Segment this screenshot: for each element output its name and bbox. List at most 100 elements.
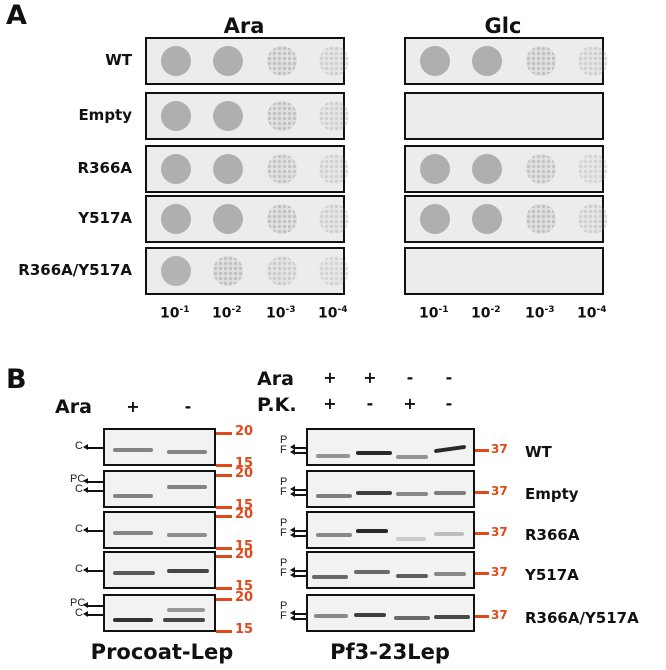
panel-a-letter: A bbox=[6, 0, 27, 31]
band-label-p: P bbox=[280, 476, 288, 488]
procoat-blot bbox=[103, 551, 216, 589]
plate-ara-row bbox=[145, 92, 349, 140]
pf3-pk-sign: - bbox=[366, 394, 374, 413]
arrow-icon bbox=[290, 444, 306, 450]
protein-band bbox=[396, 492, 428, 496]
protein-band bbox=[113, 618, 153, 622]
protein-band bbox=[167, 450, 207, 454]
colony-spot bbox=[420, 45, 450, 76]
colony-spot bbox=[578, 153, 608, 184]
pf3-blot bbox=[306, 470, 475, 508]
arrow-icon bbox=[83, 602, 103, 608]
arrow-icon bbox=[290, 610, 306, 616]
band-label: PC bbox=[70, 473, 86, 485]
column-title-glc: Glc bbox=[484, 14, 522, 38]
colony-spot bbox=[267, 100, 297, 131]
arrow-icon bbox=[290, 491, 306, 497]
pf3-pk-sign: - bbox=[445, 394, 453, 413]
strain-label: R366A/Y517A bbox=[525, 609, 639, 627]
protein-band bbox=[167, 533, 207, 537]
protein-band bbox=[356, 491, 392, 495]
plate-glc-row bbox=[404, 247, 604, 295]
procoat-ara-label: Ara bbox=[55, 396, 92, 418]
marker-label-15: 15 bbox=[235, 539, 254, 554]
column-title-ara: Ara bbox=[223, 14, 265, 38]
colony-spot bbox=[267, 255, 297, 286]
panel-b-letter: B bbox=[6, 364, 27, 395]
band-label-p: P bbox=[280, 517, 288, 529]
procoat-lep-title: Procoat-Lep bbox=[90, 640, 234, 664]
protein-band bbox=[434, 532, 464, 536]
marker-tick-15 bbox=[216, 506, 232, 509]
marker-label-37: 37 bbox=[491, 525, 508, 539]
plate-glc-row bbox=[404, 37, 608, 85]
colony-spot bbox=[161, 153, 191, 184]
protein-band bbox=[356, 451, 392, 455]
marker-tick-20 bbox=[216, 474, 232, 477]
colony-spot bbox=[319, 45, 349, 76]
marker-tick-37 bbox=[475, 572, 489, 575]
band-label-p: P bbox=[280, 434, 288, 446]
marker-label-20: 20 bbox=[235, 590, 254, 605]
protein-band bbox=[356, 529, 388, 533]
band-label-f: F bbox=[280, 444, 287, 456]
colony-spot bbox=[319, 100, 349, 131]
plate-glc-row bbox=[404, 195, 608, 243]
colony-spot bbox=[213, 45, 243, 76]
marker-tick-15 bbox=[216, 464, 232, 467]
colony-spot bbox=[161, 203, 191, 234]
colony-spot bbox=[161, 100, 191, 131]
marker-label-20: 20 bbox=[235, 466, 254, 481]
strain-label: Empty bbox=[525, 485, 579, 503]
arrow-icon bbox=[83, 567, 103, 573]
protein-band bbox=[113, 571, 155, 575]
plate-ara-row bbox=[145, 247, 349, 295]
pf3-pk-sign: + bbox=[323, 394, 337, 413]
protein-band bbox=[316, 454, 350, 458]
pf3-ara-sign: + bbox=[363, 368, 377, 387]
colony-spot bbox=[267, 203, 297, 234]
colony-spot bbox=[578, 203, 608, 234]
pf3-pk-sign: + bbox=[403, 394, 417, 413]
dilution-label: 10-4 bbox=[318, 305, 348, 322]
band-label: C bbox=[75, 607, 83, 619]
strain-label: Empty bbox=[78, 106, 132, 124]
arrow-icon bbox=[290, 486, 306, 492]
arrow-icon bbox=[83, 527, 103, 533]
pf3-ara-label: Ara bbox=[257, 368, 294, 390]
colony-spot bbox=[526, 153, 556, 184]
procoat-blot bbox=[103, 511, 216, 549]
strain-label: R366A bbox=[77, 159, 132, 177]
colony-spot bbox=[420, 153, 450, 184]
marker-label-15: 15 bbox=[235, 456, 254, 471]
protein-band bbox=[433, 444, 467, 454]
protein-band bbox=[396, 455, 428, 459]
procoat-ara-sign-2: - bbox=[184, 397, 192, 416]
dilution-label: 10-2 bbox=[212, 305, 242, 322]
colony-spot bbox=[267, 45, 297, 76]
colony-spot bbox=[161, 45, 191, 76]
colony-spot bbox=[526, 45, 556, 76]
marker-label-20: 20 bbox=[235, 424, 254, 439]
strain-label: R366A bbox=[525, 526, 580, 544]
band-label-f: F bbox=[280, 486, 287, 498]
colony-spot bbox=[472, 203, 502, 234]
dilution-label: 10-4 bbox=[577, 305, 607, 322]
strain-label: Y517A bbox=[78, 209, 132, 227]
arrow-icon bbox=[290, 449, 306, 455]
protein-band bbox=[354, 613, 386, 617]
colony-spot bbox=[319, 255, 349, 286]
colony-spot bbox=[319, 153, 349, 184]
strain-label: Y517A bbox=[525, 566, 579, 584]
procoat-blot bbox=[103, 470, 216, 508]
strain-label: WT bbox=[105, 51, 132, 69]
arrow-icon bbox=[290, 532, 306, 538]
dilution-label: 10-3 bbox=[266, 305, 296, 322]
marker-label-37: 37 bbox=[491, 484, 508, 498]
protein-band bbox=[113, 494, 153, 498]
plate-ara-row bbox=[145, 145, 349, 193]
colony-spot bbox=[213, 203, 243, 234]
plate-ara-row bbox=[145, 195, 349, 243]
